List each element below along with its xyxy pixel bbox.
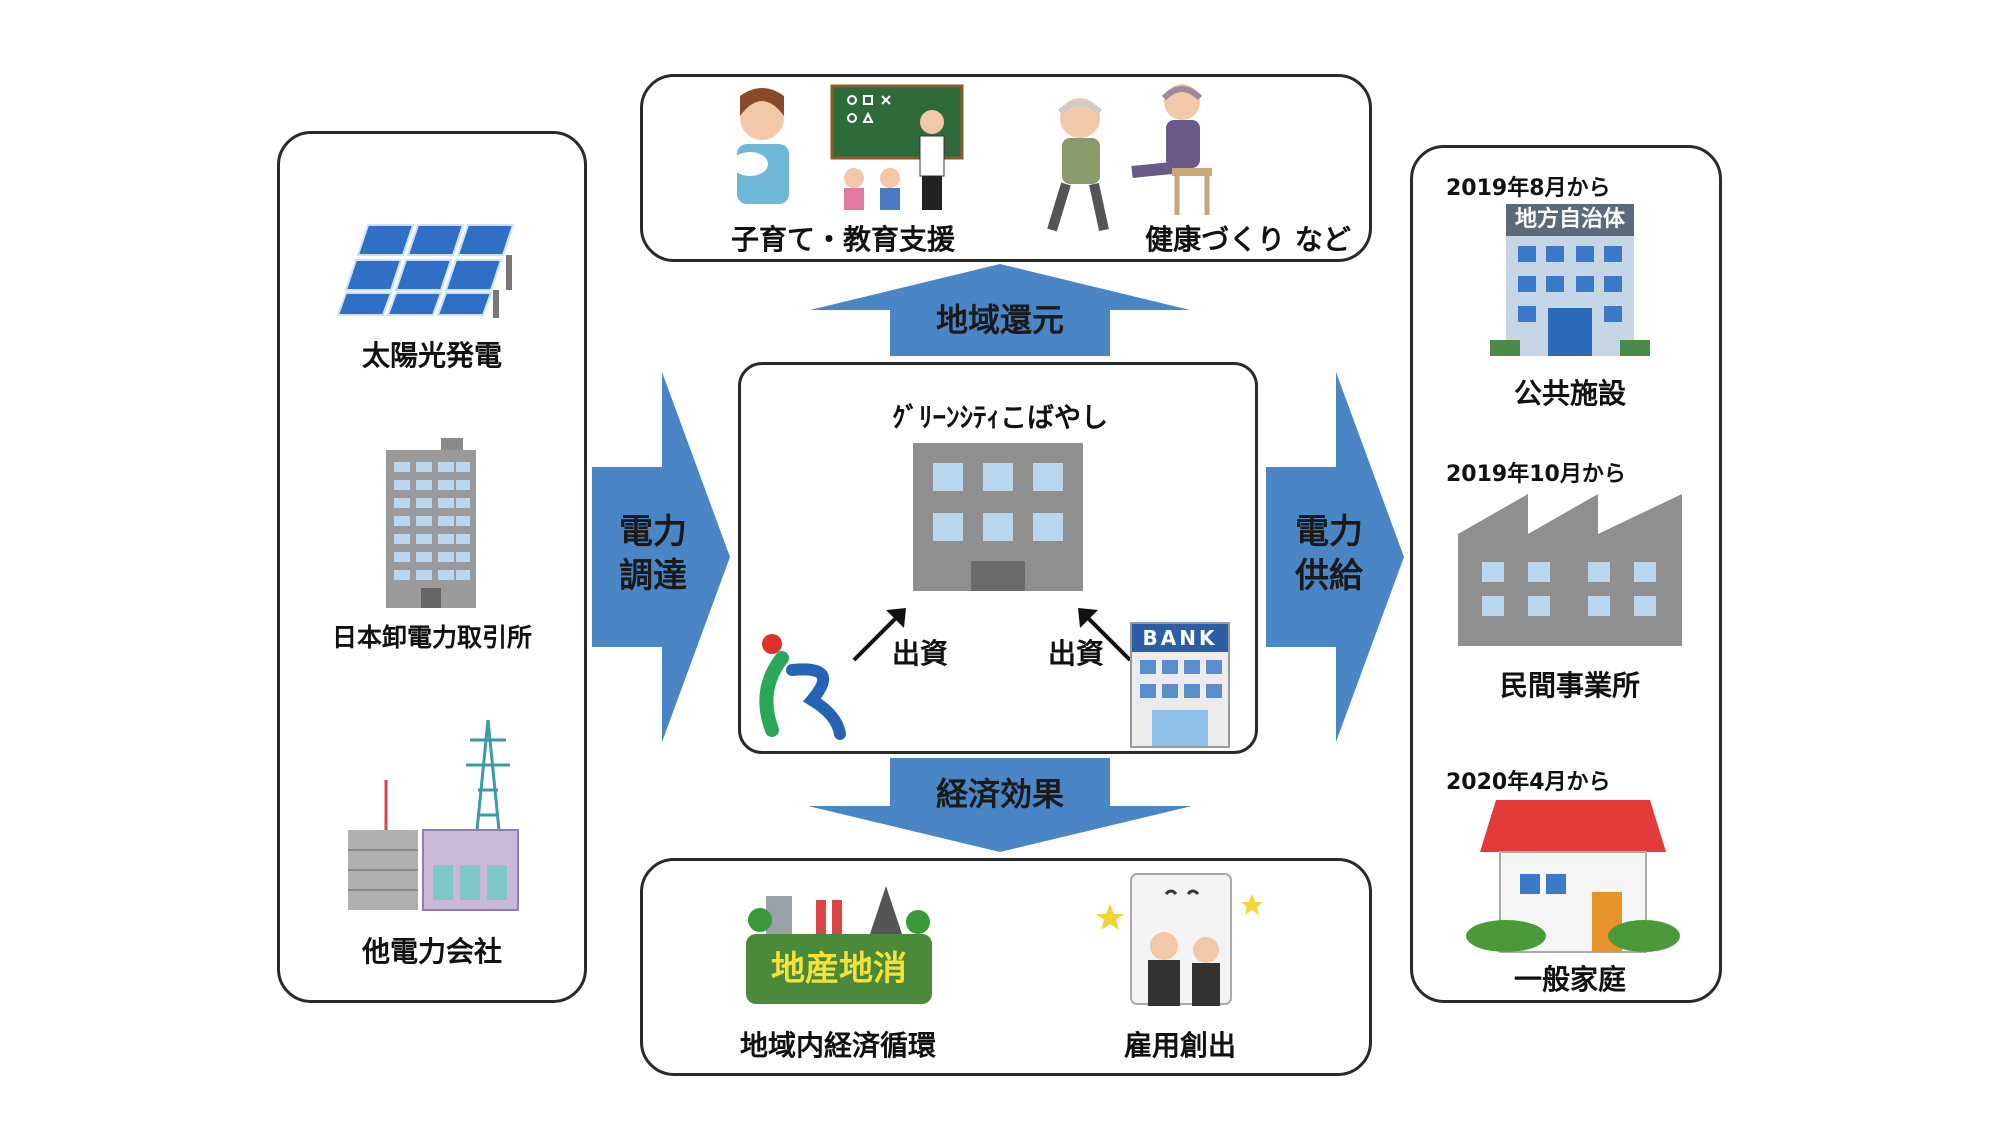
private-start-date: 2019年10月から <box>1446 462 1626 487</box>
supply-line2: 供給 <box>1295 556 1363 596</box>
childcare-label: 子育て・教育支援 <box>730 223 955 256</box>
local-economy-label: 地域内経済循環 <box>739 1029 936 1062</box>
supply-arrow <box>1266 372 1404 742</box>
job-creation-label: 雇用創出 <box>1123 1029 1236 1062</box>
municipal-building-icon: 地方自治体 <box>1490 204 1650 362</box>
invest-left-label: 出資 <box>891 637 948 670</box>
procure-line1: 電力 <box>619 512 687 552</box>
procure-line2: 調達 <box>619 556 687 596</box>
economic-effect-label: 経済効果 <box>935 775 1064 813</box>
home-start-date: 2020年4月から <box>1446 770 1611 795</box>
invest-right-label: 出資 <box>1047 637 1104 670</box>
economic-effect-arrow <box>808 758 1192 852</box>
private-business-label: 民間事業所 <box>1499 669 1640 702</box>
health-label: 健康づくり など <box>1145 223 1351 256</box>
local-production-sign: 地産地消 <box>746 934 932 1004</box>
household-label: 一般家庭 <box>1513 963 1626 996</box>
local-production-sign-icon: 地産地消 <box>746 886 932 1010</box>
factory-icon <box>1458 494 1682 646</box>
invest-arrow-left <box>852 608 906 662</box>
job-creation-icon <box>1096 873 1263 1006</box>
jepx-label: 日本卸電力取引所 <box>331 623 532 652</box>
solar-label: 太陽光発電 <box>361 339 502 372</box>
company-name: ｸﾞﾘｰﾝｼﾃｨこばやし <box>892 403 1108 434</box>
bank-windows <box>1140 660 1222 746</box>
public-facility-label: 公共施設 <box>1513 377 1626 410</box>
other-utilities-label: 他電力会社 <box>361 935 502 968</box>
company-building-icon <box>913 443 1083 591</box>
solar-panel-icon <box>336 224 515 318</box>
house-icon <box>1466 800 1680 953</box>
procure-arrow <box>592 372 730 742</box>
bank-sign: BANK <box>1132 624 1228 652</box>
bank-building-icon: BANK <box>1130 622 1230 748</box>
supply-line1: 電力 <box>1295 512 1363 552</box>
invest-arrow-right <box>1078 608 1132 662</box>
community-return-arrow <box>810 264 1190 356</box>
power-plant-icon <box>348 719 519 911</box>
childcare-education-icon <box>732 84 964 210</box>
municipal-facade <box>1490 236 1650 356</box>
office-building-icon <box>386 438 476 608</box>
elderly-health-icon <box>1047 84 1212 232</box>
procure-text: 電力 調達 <box>598 510 708 598</box>
municipal-sign: 地方自治体 <box>1506 204 1634 236</box>
supply-text: 電力 供給 <box>1274 510 1384 598</box>
kobayashi-city-logo-icon <box>759 634 846 740</box>
public-start-date: 2019年8月から <box>1446 176 1611 201</box>
factory-skyline <box>748 886 930 946</box>
community-return-label: 地域還元 <box>935 301 1064 339</box>
